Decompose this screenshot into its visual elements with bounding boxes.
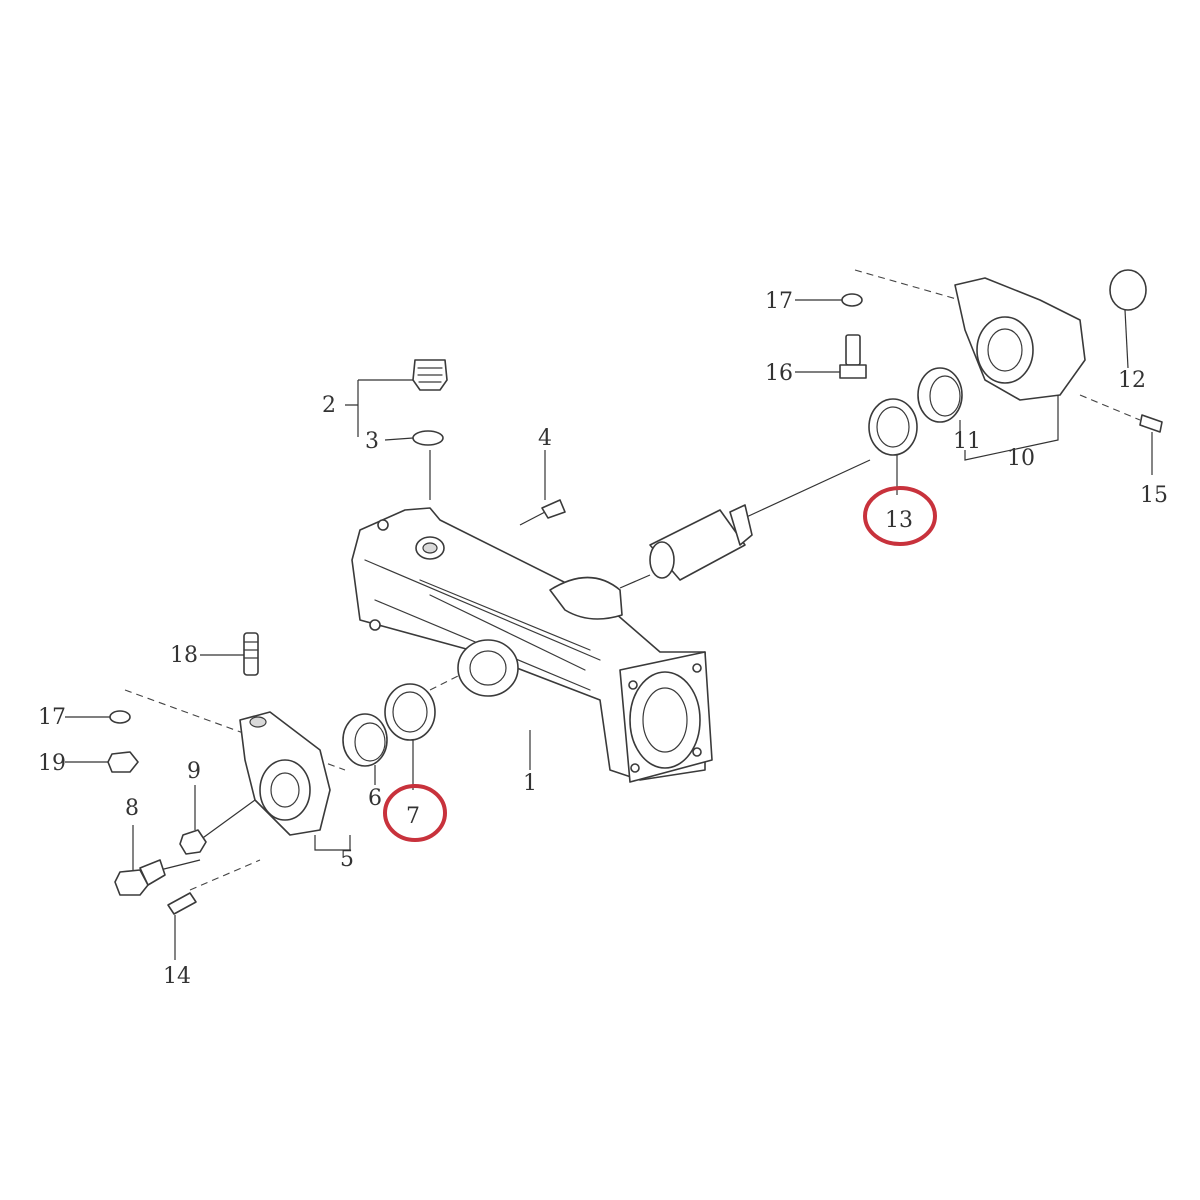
label-13: 13 [885, 508, 913, 533]
label-1: 1 [523, 771, 537, 796]
label-17-right: 17 [765, 289, 793, 314]
label-15: 15 [1140, 483, 1168, 508]
seal-part-7 [384, 683, 436, 741]
label-9: 9 [187, 759, 201, 784]
o-ring-part-3 [412, 430, 444, 446]
bracket-part-10 [954, 277, 1086, 401]
highlight-circle-7 [383, 784, 447, 842]
label-11: 11 [953, 429, 981, 454]
label-2: 2 [322, 393, 336, 418]
nut-part-9 [179, 829, 207, 855]
label-7: 7 [406, 804, 420, 829]
bushing-part-6 [342, 713, 388, 767]
label-18: 18 [170, 643, 198, 668]
label-6: 6 [368, 786, 382, 811]
washer-part-17-right [841, 293, 863, 307]
nut-part-19 [107, 751, 139, 773]
label-4: 4 [538, 426, 552, 451]
label-3: 3 [365, 429, 379, 454]
label-5: 5 [340, 847, 354, 872]
grease-nipple-part-14 [167, 892, 197, 915]
o-ring-part-12 [1109, 269, 1147, 311]
label-10: 10 [1007, 446, 1035, 471]
bushing-part-11 [917, 367, 963, 423]
plug-part-2 [412, 359, 448, 391]
housing-part-1 [351, 507, 713, 783]
bolt-part-8 [114, 859, 166, 896]
bolt-part-16 [839, 334, 867, 379]
stud-part-18 [243, 632, 259, 676]
drive-shaft-assembly [649, 504, 753, 581]
label-12: 12 [1118, 368, 1146, 393]
label-16: 16 [765, 361, 793, 386]
label-8: 8 [125, 796, 139, 821]
label-17-left: 17 [38, 705, 66, 730]
seal-part-13 [868, 398, 918, 456]
highlight-circle-13 [863, 486, 937, 546]
label-19: 19 [38, 751, 66, 776]
washer-part-17-left [109, 710, 131, 724]
grease-nipple-part-4 [541, 499, 566, 519]
bracket-part-5 [239, 711, 331, 836]
grease-nipple-part-15 [1139, 414, 1163, 433]
callout-labels: 1 2 3 4 5 6 7 8 9 10 11 12 13 14 15 16 1… [38, 289, 1168, 989]
callout-leaders [65, 299, 1153, 960]
label-14: 14 [163, 964, 191, 989]
